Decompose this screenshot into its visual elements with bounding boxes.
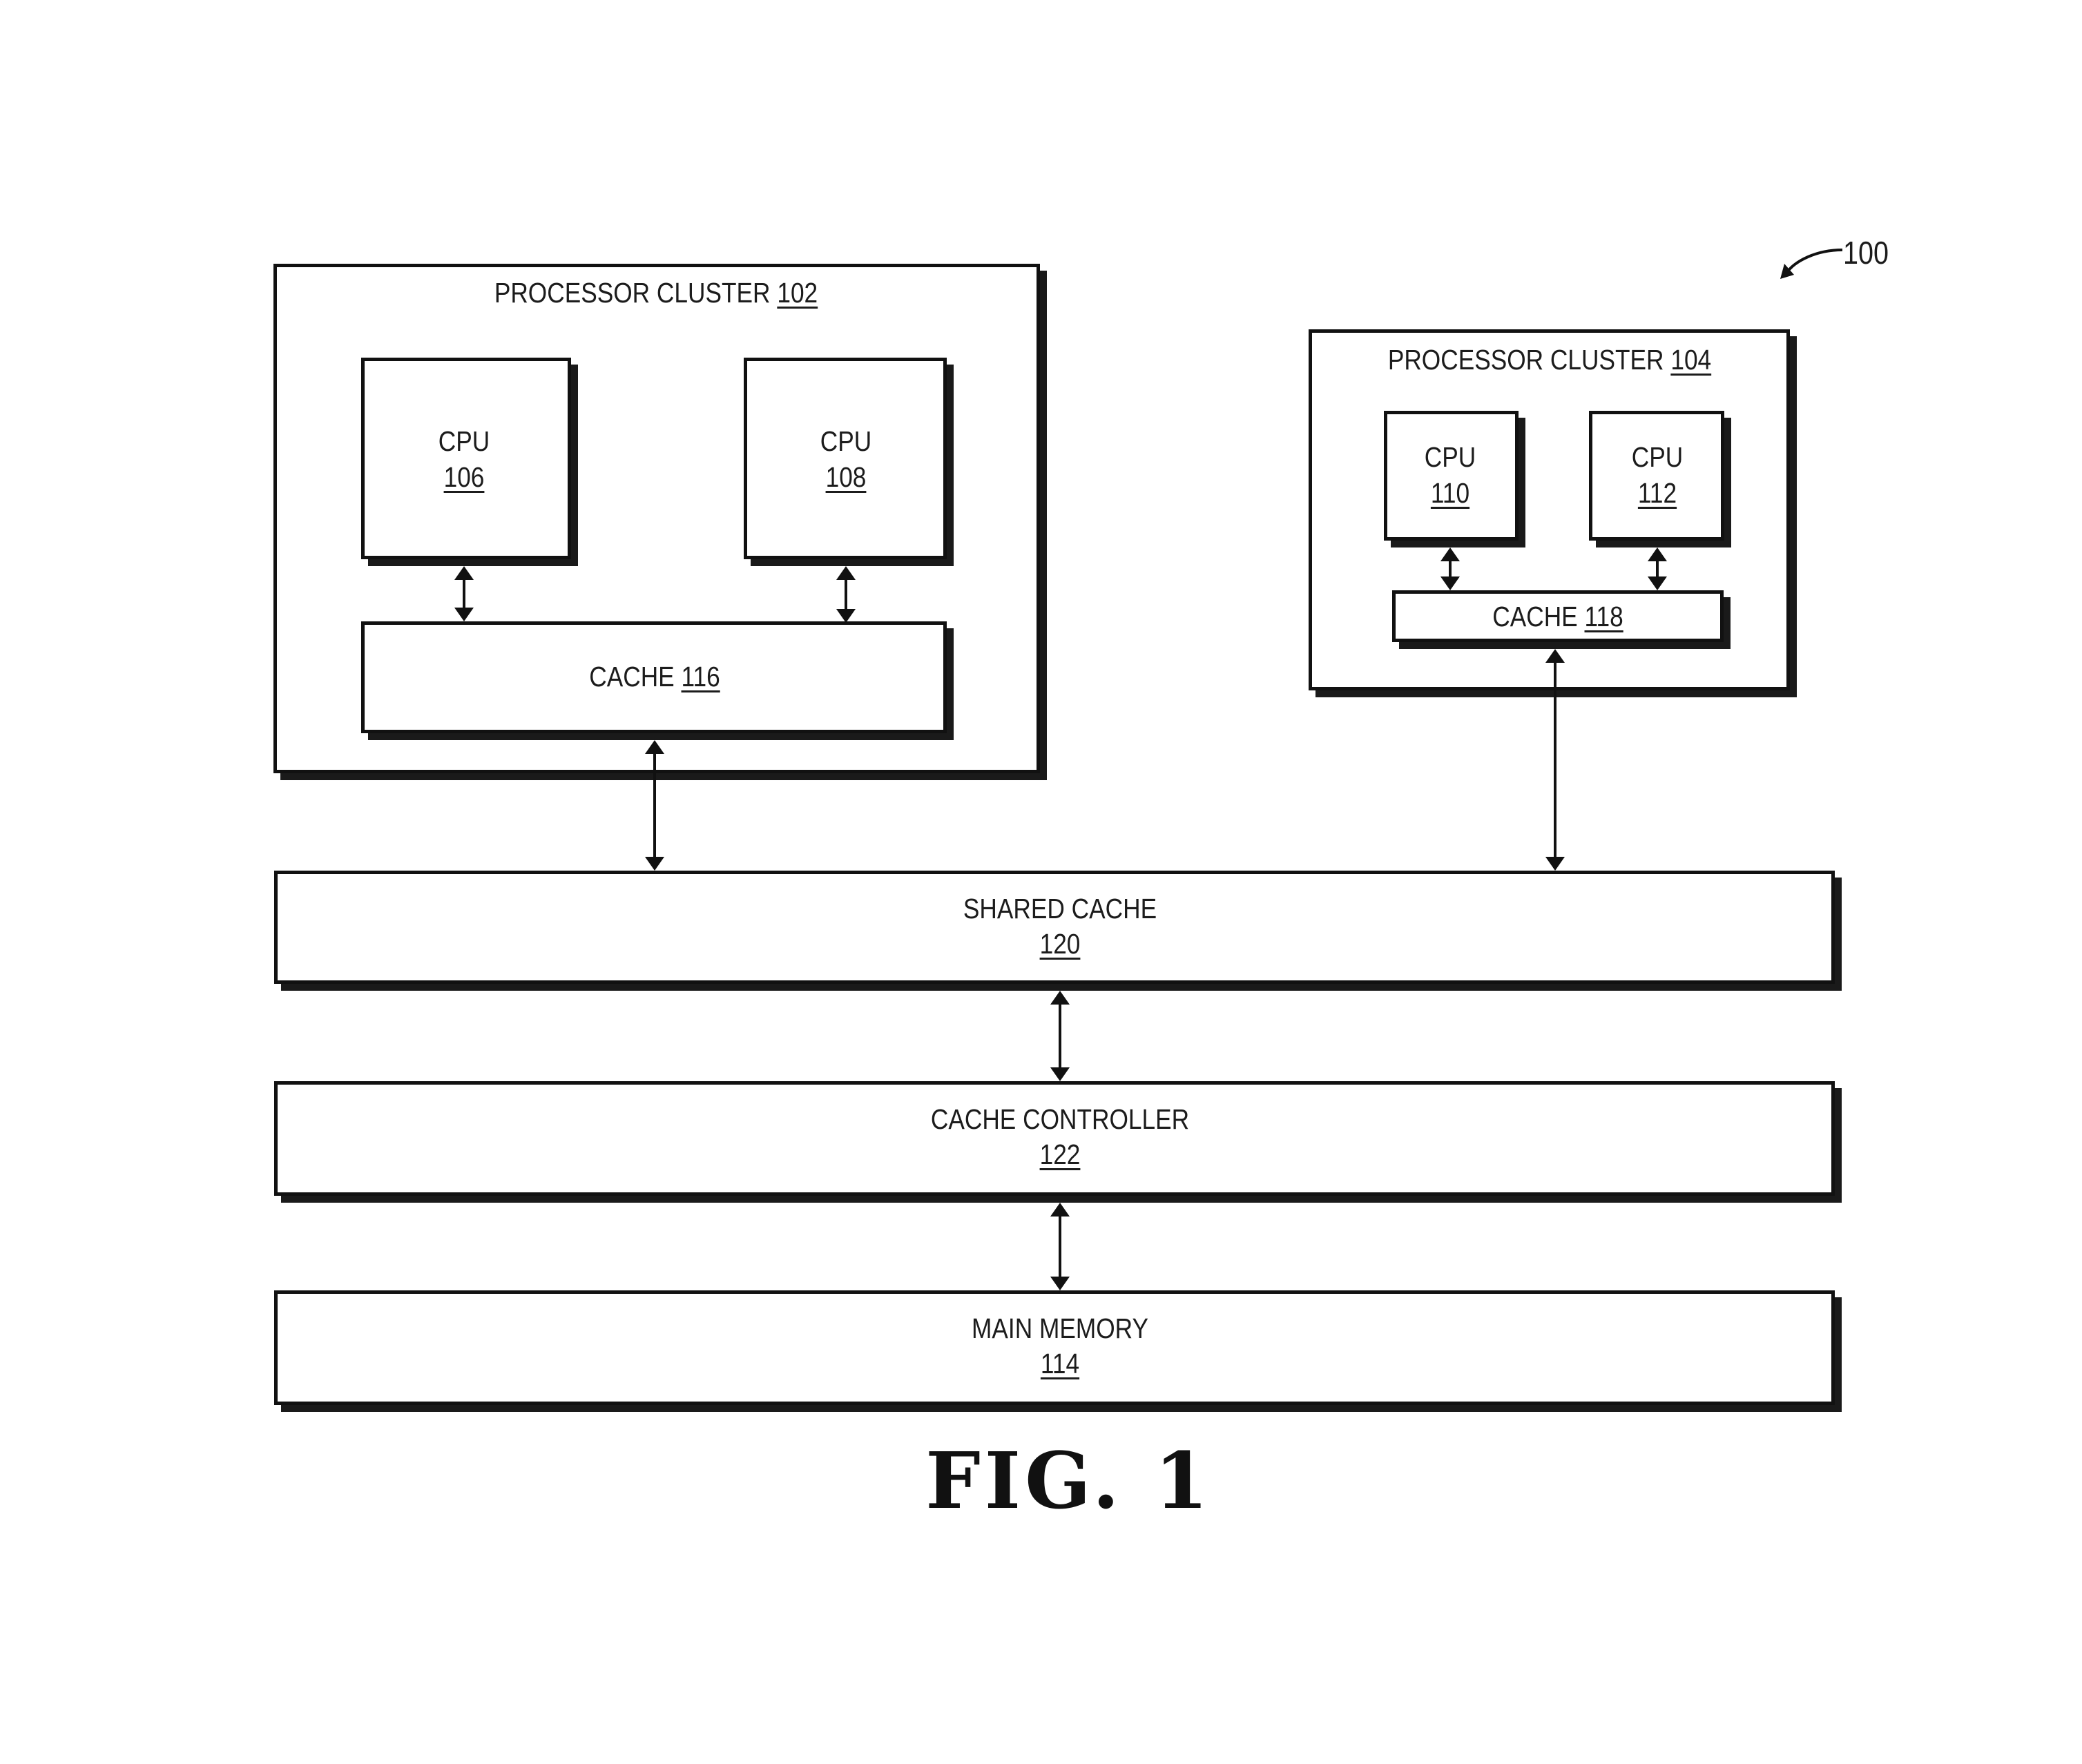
cache-controller-122: [274, 1081, 1835, 1196]
shared-cache-120: [274, 871, 1835, 984]
reference-number-100: 100: [1842, 235, 1889, 271]
arrowhead-up-icon: [1050, 991, 1070, 1005]
shared-cache-label: SHARED CACHE: [963, 893, 1157, 924]
processor-cluster-104-ref: 104: [1670, 344, 1712, 376]
main-memory-label: MAIN MEMORY: [972, 1312, 1148, 1344]
cpu-112-ref: 112: [1637, 477, 1677, 509]
cache-controller-label: CACHE CONTROLLER: [930, 1103, 1190, 1135]
main-memory-ref: 114: [1040, 1348, 1080, 1379]
arrowhead-down-icon: [1050, 1277, 1070, 1290]
arrowhead-up-icon: [1050, 1203, 1070, 1217]
cache-118: [1392, 590, 1724, 642]
processor-cluster-104-title-text: PROCESSOR CLUSTER: [1387, 344, 1664, 376]
arrowhead-down-icon: [1050, 1067, 1070, 1081]
cpu-110: [1384, 411, 1519, 541]
cpu-112: [1589, 411, 1724, 541]
shared-cache-ref: 120: [1039, 928, 1081, 960]
cpu-110-label: CPU: [1424, 441, 1476, 473]
processor-cluster-102-title: PROCESSOR CLUSTER 102: [494, 279, 818, 307]
cpu-108-ref: 108: [825, 461, 867, 493]
processor-cluster-102-title-text: PROCESSOR CLUSTER: [494, 277, 771, 309]
reference-100-leader: [1780, 249, 1843, 279]
cache-118-label-group: CACHE 118: [1492, 603, 1623, 631]
connector-shared-cache-120-to-cache-controller-122: [1050, 991, 1070, 1081]
cpu-106: [361, 358, 571, 559]
main-memory-114: [274, 1290, 1835, 1405]
cache-116-label-group: CACHE 116: [589, 663, 720, 691]
figure-label: FIG. 1: [925, 1436, 1213, 1526]
cpu-110-ref: 110: [1430, 477, 1470, 509]
cpu-108-label: CPU: [820, 425, 872, 457]
cache-controller-ref: 122: [1039, 1138, 1081, 1170]
cpu-106-ref: 106: [443, 461, 485, 493]
cache-118-ref: 118: [1584, 601, 1623, 632]
cache-118-label: CACHE: [1492, 601, 1578, 632]
cpu-106-label: CPU: [438, 425, 490, 457]
reference-leader-line: [1786, 249, 1843, 273]
cpu-108: [744, 358, 947, 559]
processor-cluster-104-title: PROCESSOR CLUSTER 104: [1388, 346, 1711, 374]
arrowhead-down-icon: [1545, 857, 1565, 871]
reference-leader-arrowhead: [1780, 264, 1794, 279]
cache-116-label: CACHE: [589, 661, 675, 692]
cache-116: [361, 621, 947, 733]
arrowhead-down-icon: [645, 857, 664, 871]
connector-cache-controller-122-to-main-memory-114: [1050, 1203, 1070, 1290]
cache-116-ref: 116: [681, 661, 720, 692]
cpu-112-label: CPU: [1631, 441, 1684, 473]
processor-cluster-102-ref: 102: [777, 277, 818, 309]
